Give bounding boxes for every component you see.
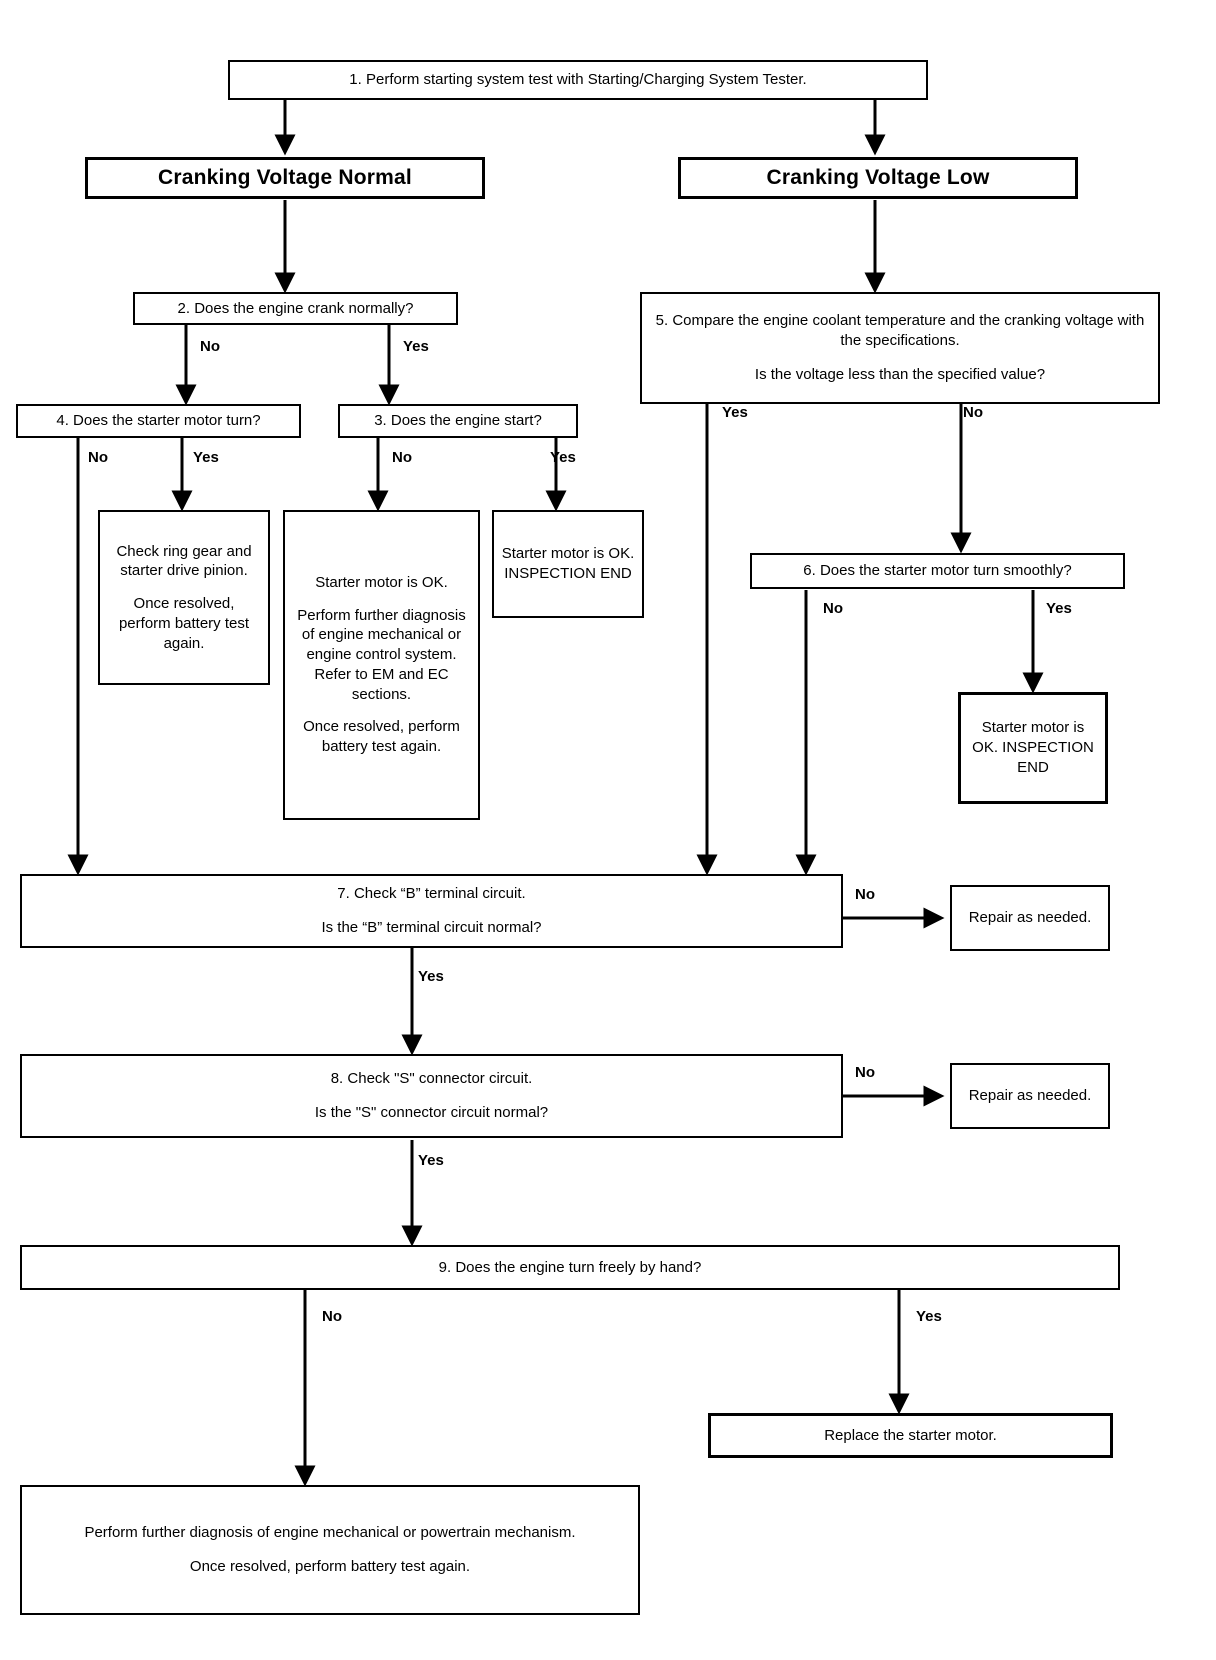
node-repair-as-needed-1[interactable]: Repair as needed.	[950, 885, 1110, 951]
node-step1-text: 1. Perform starting system test with Sta…	[349, 71, 807, 89]
node-step4-text: 4. Does the starter motor turn?	[56, 412, 261, 430]
node-step5-line1: 5. Compare the engine coolant temperatur…	[655, 312, 1145, 349]
node-replace-starter-motor-text: Replace the starter motor.	[824, 1426, 997, 1444]
node-step6[interactable]: 6. Does the starter motor turn smoothly?	[750, 553, 1125, 589]
node-starter-ok-end-right[interactable]: Starter motor is OK. INSPECTION END	[958, 692, 1108, 804]
node-check-ring-gear-line1: Check ring gear and starter drive pinion…	[116, 542, 252, 580]
node-step5-line2: Is the voltage less than the specified v…	[754, 366, 1046, 384]
edge-label-step3-yes: Yes	[550, 449, 576, 466]
node-repair-as-needed-1-text: Repair as needed.	[968, 909, 1092, 927]
node-step3-text: 3. Does the engine start?	[374, 412, 542, 430]
node-step9[interactable]: 9. Does the engine turn freely by hand?	[20, 1245, 1120, 1290]
edge-label-step7-yes: Yes	[418, 968, 444, 985]
node-step2[interactable]: 2. Does the engine crank normally?	[133, 292, 458, 325]
node-starter-ok-end-left[interactable]: Starter motor is OK. INSPECTION END	[492, 510, 644, 618]
edge-label-step9-no: No	[322, 1308, 342, 1325]
node-step9-text: 9. Does the engine turn freely by hand?	[438, 1258, 702, 1276]
node-header-cranking-voltage-normal[interactable]: Cranking Voltage Normal	[85, 157, 485, 199]
edge-label-step3-no: No	[392, 449, 412, 466]
edge-label-step5-yes: Yes	[722, 404, 748, 421]
node-check-ring-gear-line2: Once resolved, perform battery test agai…	[118, 594, 250, 652]
edge-label-step5-no: No	[963, 404, 983, 421]
node-step7-line1: 7. Check “B” terminal circuit.	[337, 885, 526, 903]
edge-label-step2-no: No	[200, 338, 220, 355]
node-step6-text: 6. Does the starter motor turn smoothly?	[803, 562, 1072, 580]
edge-label-step4-no: No	[88, 449, 108, 466]
node-step1[interactable]: 1. Perform starting system test with Sta…	[228, 60, 928, 100]
node-starter-ok-diagnose-line1: Starter motor is OK.	[315, 574, 448, 592]
edge-label-step8-no: No	[855, 1064, 875, 1081]
node-step3[interactable]: 3. Does the engine start?	[338, 404, 578, 438]
node-starter-ok-diagnose-line3: Once resolved, perform battery test agai…	[303, 718, 460, 756]
node-step8-line2: Is the "S" connector circuit normal?	[314, 1104, 549, 1122]
node-starter-ok-end-right-text: Starter motor is OK. INSPECTION END	[972, 719, 1094, 776]
edge-label-step7-no: No	[855, 886, 875, 903]
edge-label-step2-yes: Yes	[403, 338, 429, 355]
node-check-ring-gear[interactable]: Check ring gear and starter drive pinion…	[98, 510, 270, 685]
node-further-diagnosis-line2: Once resolved, perform battery test agai…	[189, 1558, 471, 1576]
header-low-text: Cranking Voltage Low	[766, 166, 990, 190]
node-step8[interactable]: 8. Check "S" connector circuit. Is the "…	[20, 1054, 843, 1138]
edge-label-step4-yes: Yes	[193, 449, 219, 466]
node-further-diagnosis[interactable]: Perform further diagnosis of engine mech…	[20, 1485, 640, 1615]
node-step5[interactable]: 5. Compare the engine coolant temperatur…	[640, 292, 1160, 404]
edge-label-step8-yes: Yes	[418, 1152, 444, 1169]
header-normal-text: Cranking Voltage Normal	[158, 166, 412, 190]
edge-label-step6-no: No	[823, 600, 843, 617]
node-step7[interactable]: 7. Check “B” terminal circuit. Is the “B…	[20, 874, 843, 948]
node-step8-line1: 8. Check "S" connector circuit.	[330, 1070, 533, 1088]
node-replace-starter-motor[interactable]: Replace the starter motor.	[708, 1413, 1113, 1458]
node-repair-as-needed-2[interactable]: Repair as needed.	[950, 1063, 1110, 1129]
node-starter-ok-diagnose-line2: Perform further diagnosis of engine mech…	[297, 606, 466, 703]
node-starter-ok-diagnose[interactable]: Starter motor is OK. Perform further dia…	[283, 510, 480, 820]
node-step4[interactable]: 4. Does the starter motor turn?	[16, 404, 301, 438]
node-further-diagnosis-line1: Perform further diagnosis of engine mech…	[84, 1524, 576, 1542]
node-starter-ok-end-left-text: Starter motor is OK. INSPECTION END	[501, 545, 635, 582]
node-repair-as-needed-2-text: Repair as needed.	[968, 1087, 1092, 1105]
node-step7-line2: Is the “B” terminal circuit normal?	[321, 919, 542, 937]
node-step2-text: 2. Does the engine crank normally?	[177, 299, 414, 317]
edge-label-step9-yes: Yes	[916, 1308, 942, 1325]
edge-label-step6-yes: Yes	[1046, 600, 1072, 617]
node-header-cranking-voltage-low[interactable]: Cranking Voltage Low	[678, 157, 1078, 199]
